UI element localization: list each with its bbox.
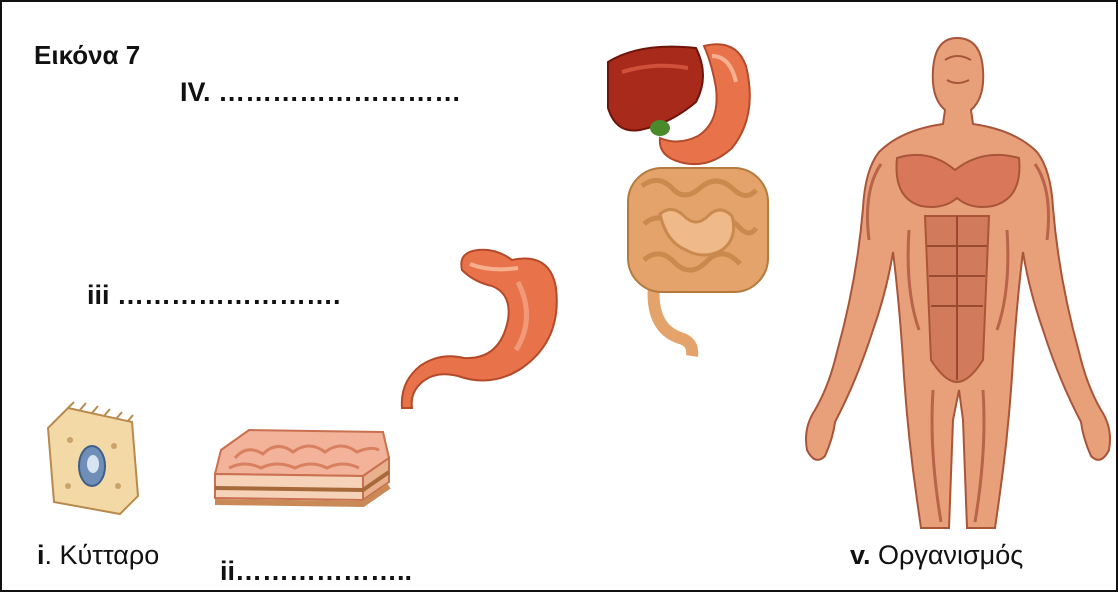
tissue-illustration bbox=[207, 422, 397, 517]
label-iii-numeral: iii bbox=[87, 280, 110, 310]
figure-title: Εικόνα 7 bbox=[34, 40, 140, 71]
label-ii-blank: ……………….. bbox=[235, 556, 412, 586]
cell-illustration bbox=[40, 400, 152, 520]
stomach-organ-illustration bbox=[400, 242, 560, 412]
label-i-numeral: i bbox=[37, 540, 45, 570]
label-ii-numeral: ii bbox=[220, 556, 235, 586]
human-body-illustration bbox=[797, 30, 1118, 530]
label-iv-blank: ……………………… bbox=[218, 77, 461, 107]
label-v-numeral: v. bbox=[850, 540, 871, 570]
label-iv-numeral: IV. bbox=[180, 77, 211, 107]
label-v: v. Οργανισμός bbox=[850, 540, 1023, 571]
label-ii: ii……………….. bbox=[220, 556, 412, 587]
label-iii-blank: ……………………. bbox=[117, 280, 341, 310]
digestive-system-illustration bbox=[600, 38, 796, 358]
label-v-text: Οργανισμός bbox=[871, 540, 1024, 570]
label-iii: iii ……………………. bbox=[87, 280, 341, 311]
label-i-text: . Κύτταρο bbox=[45, 540, 160, 570]
label-iv: IV. ……………………… bbox=[180, 77, 461, 108]
label-i: i. Κύτταρο bbox=[37, 540, 159, 571]
